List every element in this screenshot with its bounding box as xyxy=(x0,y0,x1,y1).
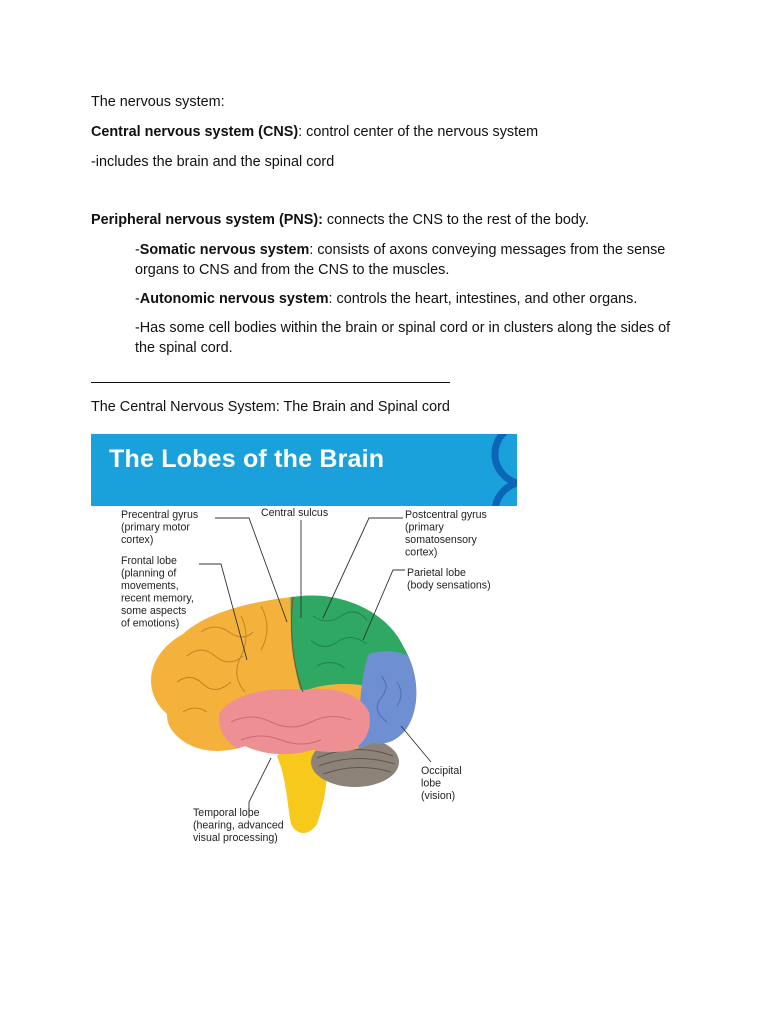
figure-title: The Lobes of the Brain xyxy=(109,445,385,473)
temporal-gyri-texture xyxy=(230,716,352,745)
central-sulcus-line xyxy=(290,595,304,693)
label-central-sulcus: Central sulcus xyxy=(261,507,328,519)
autonomic-definition-text: : controls the heart, intestines, and ot… xyxy=(328,291,638,307)
pns-term: Peripheral nervous system (PNS): xyxy=(91,212,323,228)
section-heading: The Central Nervous System: The Brain an… xyxy=(91,399,450,415)
parietal-gyri-texture xyxy=(310,611,368,669)
figure-banner: The Lobes of the Brain xyxy=(91,434,517,506)
horizontal-divider xyxy=(91,382,450,383)
brain-lobes-figure: The Lobes of the Brain xyxy=(91,434,517,854)
heading-nervous-system: The nervous system: xyxy=(91,94,225,110)
cell-bodies-note: -Has some cell bodies within the brain o… xyxy=(135,320,671,356)
cns-term: Central nervous system (CNS) xyxy=(91,124,299,140)
pns-definition: Peripheral nervous system (PNS): connect… xyxy=(91,210,589,230)
brain-diagram: Precentral gyrus (primary motor cortex) … xyxy=(121,507,491,844)
label-occipital-lobe: Occipital lobe (vision) xyxy=(421,765,465,802)
temporal-lobe-region xyxy=(218,688,370,755)
label-precentral-gyrus: Precentral gyrus (primary motor cortex) xyxy=(121,509,201,546)
autonomic-term: Autonomic nervous system xyxy=(139,291,329,307)
banner-ring-lower xyxy=(492,479,517,506)
somatic-term: Somatic nervous system xyxy=(139,242,310,258)
occipital-gyri-texture xyxy=(376,675,402,723)
somatic-definition: -Somatic nervous system: consists of axo… xyxy=(135,240,675,280)
banner-ring-upper xyxy=(491,434,517,487)
cerebellum-folds xyxy=(316,748,396,775)
cns-definition: Central nervous system (CNS): control ce… xyxy=(91,122,538,142)
pns-definition-text: connects the CNS to the rest of the body… xyxy=(322,212,590,228)
autonomic-prefix: - xyxy=(135,291,140,307)
banner-decoration xyxy=(491,434,517,506)
cns-includes: -includes the brain and the spinal cord xyxy=(91,154,335,170)
cns-definition-text: : control center of the nervous system xyxy=(298,124,539,140)
somatic-prefix: - xyxy=(135,242,140,258)
label-frontal-lobe: Frontal lobe (planning of movements, rec… xyxy=(121,555,197,630)
autonomic-definition: -Autonomic nervous system: controls the … xyxy=(135,289,637,309)
somatic-definition-text: : consists of axons conveying messages f… xyxy=(135,242,666,278)
label-temporal-lobe: Temporal lobe (hearing, advanced visual … xyxy=(193,807,287,844)
label-postcentral-gyrus: Postcentral gyrus (primary somatosensory… xyxy=(405,509,490,559)
label-parietal-lobe: Parietal lobe (body sensations) xyxy=(407,567,491,592)
frontal-gyri-texture xyxy=(176,605,268,713)
pointer-lines xyxy=(199,517,432,818)
